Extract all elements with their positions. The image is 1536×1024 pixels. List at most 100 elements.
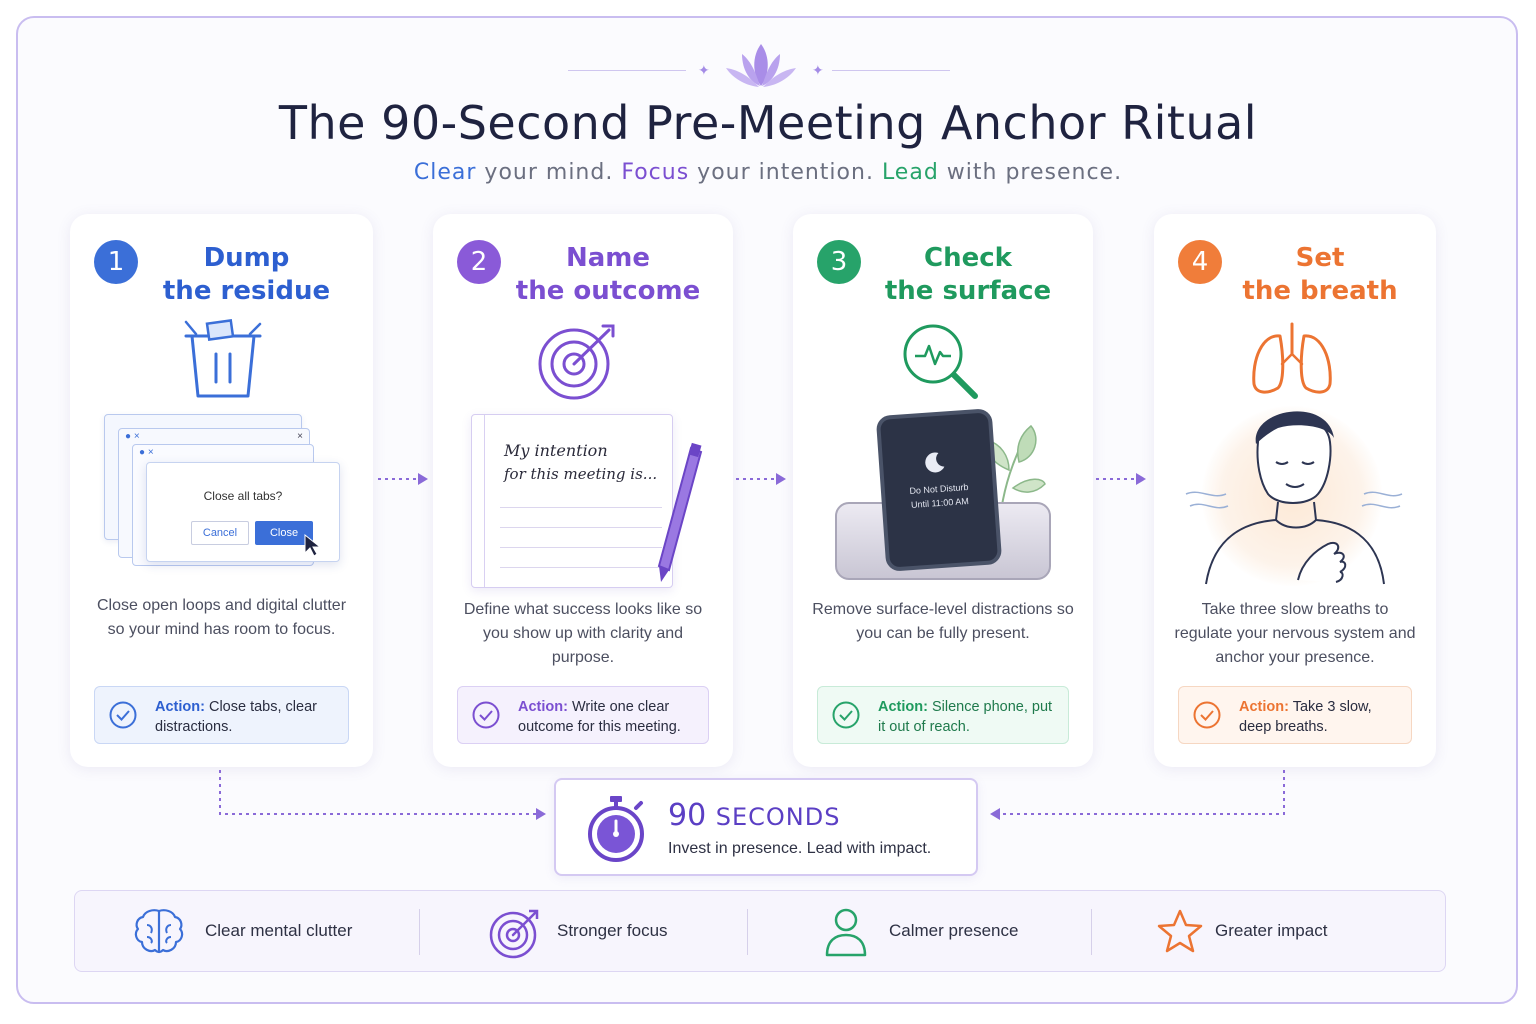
timer-number: 90 [668,798,707,833]
benefit-label: Stronger focus [557,921,668,940]
breathing-person-icon [1185,411,1403,585]
header-rule-right [832,70,950,71]
action-label: Action: [878,699,928,715]
magnifier-pulse-icon [903,324,978,399]
step-number-badge: 1 [94,240,138,284]
benefit-label: Clear mental clutter [205,921,353,940]
action-detail: Silence phone, put it out of reach. [878,699,1053,735]
subtitle-text-3: with presence. [938,160,1123,185]
step-title-line-2: the surface [884,276,1052,306]
dialog-question: Close all tabs? [203,489,283,503]
close-icon: ● × [125,431,140,442]
benefit-item: Clear mental clutter [133,891,433,971]
cursor-icon [304,533,322,557]
step-title: Dump the residue [130,242,363,308]
action-detail: Close tabs, clear distractions. [155,699,317,735]
sparkle-icon: ✦ [812,62,824,78]
step-title: Check the surface [853,242,1083,308]
stopwatch-icon [588,796,644,862]
step-number-badge: 4 [1178,240,1222,284]
step-title-line-1: Check [924,243,1012,273]
timer-duration: 90 SECONDS [668,798,840,833]
plant-icon [985,424,1046,527]
check-circle-icon [109,701,137,729]
check-circle-icon [472,701,500,729]
note-rule [500,527,662,528]
action-detail: Take 3 slow, deep breaths. [1239,699,1372,735]
step-card-4: 4 Set the breath Take three slow breaths… [1154,214,1436,767]
action-text: Action: Write one clear outcome for this… [518,697,700,737]
note-rule [500,547,662,548]
close-tabs-dialog: Close all tabs? Cancel Close [146,462,340,562]
notepad-margin [484,415,485,587]
timer-tagline: Invest in presence. Lead with impact. [668,840,932,857]
note-rule [500,507,662,508]
step-title-line-1: Name [565,243,651,273]
target-icon [538,324,615,400]
note-line-1: My intention [504,441,608,460]
header-rule-left [568,70,686,71]
step-title: Set the breath [1214,242,1426,308]
benefit-label: Greater impact [1215,921,1328,940]
step-description: Remove surface-level distractions so you… [812,601,1074,642]
action-detail: Write one clear outcome for this meeting… [518,699,681,735]
step-action: Action: Silence phone, put it out of rea… [817,686,1069,744]
close-icon: × [297,431,303,442]
benefits-bar: Clear mental clutter Stronger focus Calm… [74,890,1446,972]
action-label: Action: [1239,699,1289,715]
subtitle-focus: Focus [621,160,690,185]
note-line-2: for this meeting is... [504,465,658,483]
trash-icon [184,318,262,398]
dialog-cancel-button[interactable]: Cancel [191,521,249,545]
timer-unit: SECONDS [715,803,841,831]
lotus-icon [726,44,796,87]
step-card-3: 3 Check the surface Do Not Disturb Until… [793,214,1093,767]
note-rule [500,567,662,568]
star-icon [1157,909,1203,953]
phone: Do Not Disturb Until 11:00 AM [875,408,1003,572]
brain-icon [134,909,184,954]
action-text: Action: Take 3 slow, deep breaths. [1239,697,1403,737]
action-label: Action: [518,699,568,715]
connector-left [219,770,546,820]
subtitle-lead: Lead [881,160,939,185]
action-text: Action: Silence phone, put it out of rea… [878,697,1060,737]
check-circle-icon [1193,701,1221,729]
page-subtitle: Clear your mind. Focus your intention. L… [0,160,1536,185]
pen-icon [657,442,703,582]
phone-dnd-until: Until 11:00 AM [910,495,970,510]
arrow-right-icon [736,473,786,485]
dialog-close-button[interactable]: Close [255,521,313,545]
moon-icon [925,452,945,473]
step-title-line-2: the breath [1242,276,1398,306]
timer-summary: 90 SECONDS Invest in presence. Lead with… [554,778,978,876]
step-number-badge: 2 [457,240,501,284]
step-title-line-1: Set [1295,243,1345,273]
benefit-item: Stronger focus [487,891,787,971]
close-icon: ● × [139,447,154,458]
step-card-1: 1 Dump the residue ● × × ● × Close all ta… [70,214,373,767]
action-label: Action: [155,699,205,715]
subtitle-text-2: your intention. [689,160,882,185]
benefit-item: Calmer presence [823,891,1123,971]
target-icon [489,909,539,959]
step-action: Action: Close tabs, clear distractions. [94,686,349,744]
action-text: Action: Close tabs, clear distractions. [155,697,340,737]
subtitle-text-1: your mind. [476,160,622,185]
notepad: My intention for this meeting is... [471,414,673,588]
step-title-line-1: Dump [203,243,290,273]
step-description: Take three slow breaths to regulate your… [1174,601,1416,666]
arrow-right-icon [1096,473,1146,485]
divider [419,909,420,955]
step-card-2: 2 Name the outcome My intention for this… [433,214,733,767]
benefit-label: Calmer presence [889,921,1019,940]
sparkle-icon: ✦ [698,62,710,78]
connector-right [990,770,1285,820]
step-number-badge: 3 [817,240,861,284]
step-description: Close open loops and digital clutter so … [96,597,347,638]
divider [747,909,748,955]
step-action: Action: Take 3 slow, deep breaths. [1178,686,1412,744]
benefit-item: Greater impact [1155,891,1415,971]
divider [1091,909,1092,955]
check-circle-icon [832,701,860,729]
